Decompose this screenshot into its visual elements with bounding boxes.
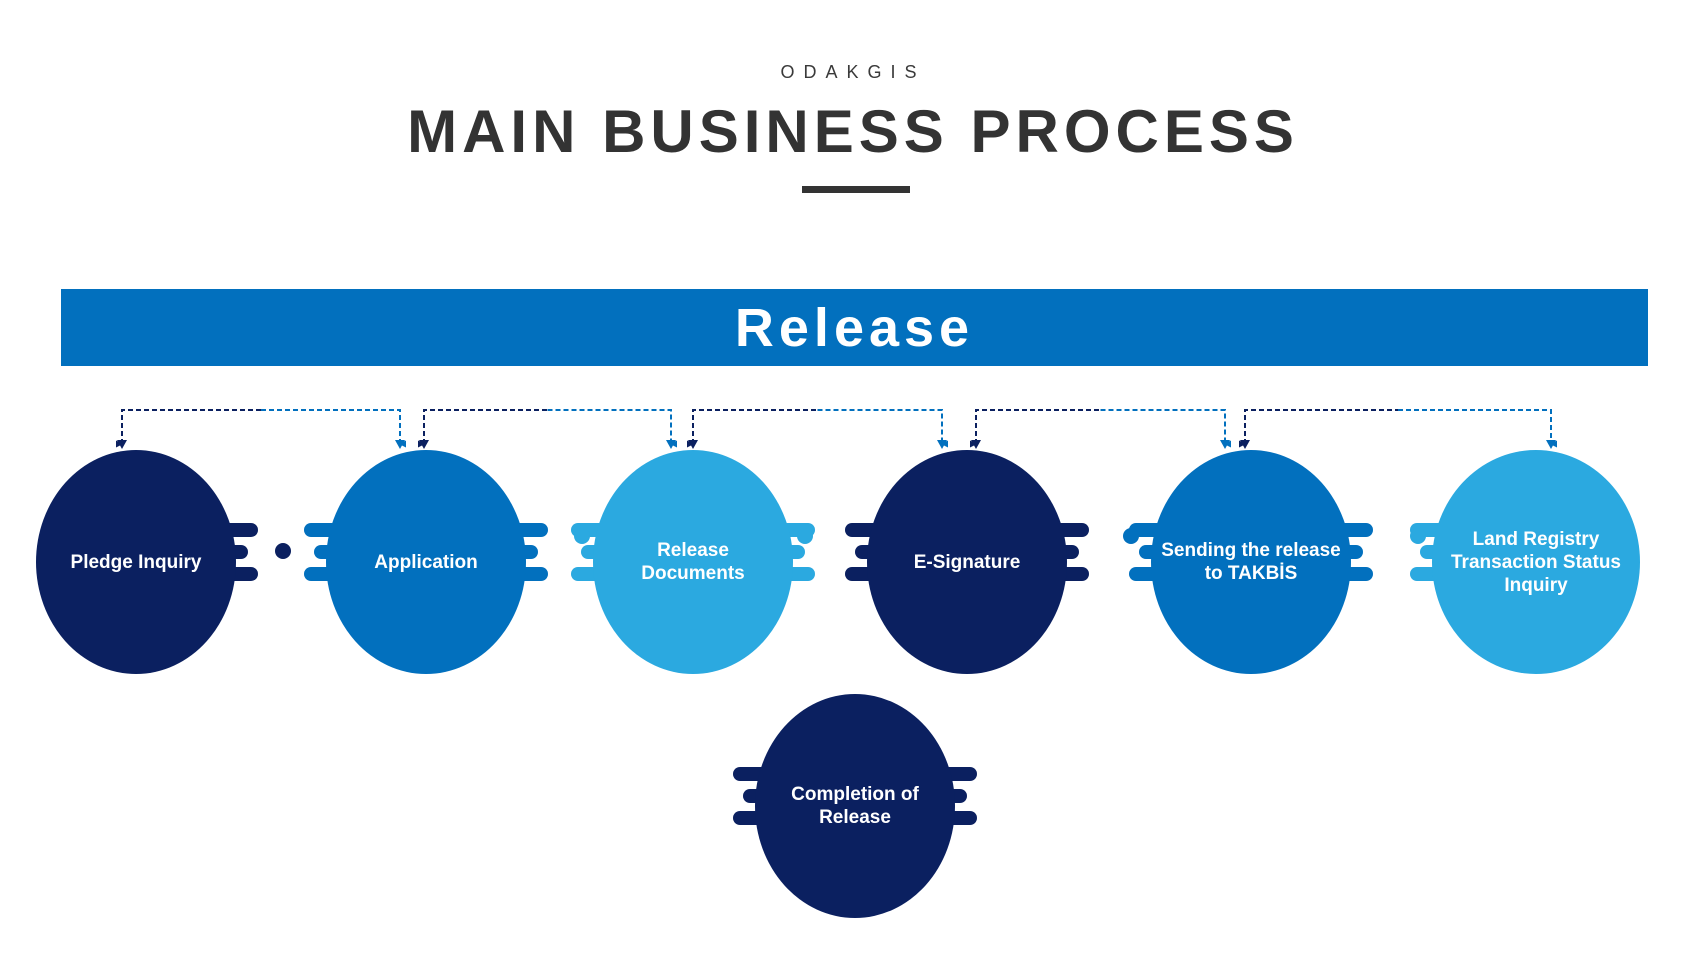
process-node-2 [304,450,548,674]
process-node-label: Application [374,551,478,573]
connector-dot [797,528,813,544]
process-node-label: Pledge Inquiry [70,551,202,573]
process-nodes [36,450,1640,918]
connector-dot [275,543,291,559]
process-node-label: Release Documents [641,540,745,584]
process-node-label: Completion of Release [791,784,919,828]
bidirectional-arrow-1 [117,409,405,449]
process-node-1 [36,450,258,674]
process-node-6 [1410,450,1640,674]
connector-dot [574,528,590,544]
process-node-5 [1129,450,1373,674]
bidirectional-arrow-5 [1240,409,1556,449]
banner-title: Release [734,297,975,358]
process-node-label: E-Signature [913,551,1021,573]
process-node-4 [845,450,1089,674]
title-underline [802,186,910,193]
brand-name: ODAKGIS [780,62,926,82]
release-banner: Release [61,289,1648,366]
bidirectional-arrow-3 [688,409,947,449]
connector-arrows [117,409,1556,449]
bidirectional-arrow-2 [419,409,676,449]
connector-dot [1123,528,1139,544]
page-title: MAIN BUSINESS PROCESS [407,98,1299,165]
bidirectional-arrow-4 [971,409,1230,449]
process-node-7 [733,694,977,918]
connector-dot [1410,528,1426,544]
process-node-label: Land Registry Transaction Status Inquiry [1451,528,1621,596]
process-node-label: Sending the release to TAKBİS [1161,540,1341,584]
